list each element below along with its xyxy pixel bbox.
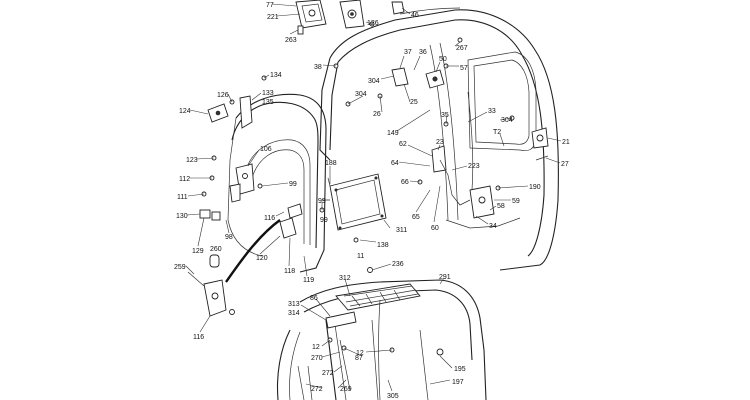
part-callout: 263 [285, 37, 297, 44]
part-callout: 26 [373, 111, 381, 118]
part-callout: 58 [497, 203, 505, 210]
callout-labels: 77 221 263 126 46 267 38 37 36 304 50 57 134 133 135 12… [174, 2, 570, 400]
part-callout: 87 [355, 355, 363, 362]
part-callout: 33 [488, 108, 496, 115]
part-callout: 21 [562, 139, 570, 146]
part-callout: 11 [357, 253, 364, 260]
part-callout: 311 [396, 227, 407, 234]
part-callout: 116 [264, 215, 275, 222]
door-latch [229, 163, 255, 203]
part-callout: 272 [322, 370, 334, 377]
part-callout: 46 [411, 12, 419, 19]
part-callout: 64 [391, 160, 399, 167]
part-callout: 119 [303, 277, 314, 284]
part-callout: 27 [561, 161, 569, 168]
part-callout: 267 [456, 45, 468, 52]
leader-lines [185, 3, 562, 392]
part-callout: 98 [225, 234, 233, 241]
part-callout: 236 [392, 261, 404, 268]
part-callout: 25 [410, 99, 418, 106]
part-callout: 195 [454, 366, 466, 373]
part-callout: 99 [318, 198, 326, 205]
fasteners [201, 21, 515, 351]
part-callout: 99 [320, 217, 328, 224]
part-callout: 23 [436, 139, 444, 146]
part-callout: 12 [356, 350, 364, 357]
part-callout: 312 [339, 275, 351, 282]
part-callout: 34 [489, 223, 497, 230]
part-callout: T2 [493, 129, 501, 136]
part-callout: 304 [501, 117, 513, 124]
inner-panel [322, 173, 387, 231]
part-callout: 188 [325, 160, 337, 167]
part-callout: 190 [529, 184, 541, 191]
part-callout: 111 [177, 194, 188, 201]
part-callout: 304 [368, 78, 380, 85]
part-callout: 65 [412, 214, 420, 221]
part-callout: 106 [260, 146, 272, 153]
part-callout: 305 [387, 393, 399, 400]
part-callout: 37 [404, 49, 412, 56]
part-callout: 138 [377, 242, 389, 249]
part-callout: 112 [179, 176, 190, 183]
part-callout: 36 [419, 49, 427, 56]
part-callout: 86 [310, 295, 318, 302]
part-callout: 62 [399, 141, 407, 148]
part-callout: 197 [452, 379, 464, 386]
part-callout: 223 [468, 163, 480, 170]
part-callout: 38 [314, 64, 322, 71]
top-hinge-right [339, 0, 405, 29]
part-callout: 126 [367, 20, 379, 27]
part-callout: 57 [460, 65, 468, 72]
hinge-bracket-left [207, 95, 253, 129]
part-callout: 259 [174, 264, 186, 271]
part-callout: 135 [262, 99, 274, 106]
part-callout: 60 [431, 225, 439, 232]
part-callout: 66 [401, 179, 409, 186]
part-callout: 126 [217, 92, 229, 99]
part-callout: 314 [288, 310, 300, 317]
part-callout: 116 [193, 334, 204, 341]
part-callout: 50 [439, 56, 447, 63]
part-callout: 272 [311, 386, 323, 393]
part-callout: 304 [355, 91, 367, 98]
lock-handle [187, 254, 235, 317]
rear-latch-assembly [431, 91, 549, 219]
part-callout: 260 [210, 246, 222, 253]
part-callout: 99 [289, 181, 297, 188]
part-callout: 59 [512, 198, 520, 205]
part-callout: 130 [176, 213, 188, 220]
striker-plates [199, 203, 303, 239]
part-callout: 221 [267, 14, 279, 21]
part-callout: 12 [312, 344, 320, 351]
part-callout: 124 [179, 108, 191, 115]
part-callout: 291 [439, 274, 451, 281]
latch-upper [391, 67, 445, 89]
part-callout: 123 [186, 157, 198, 164]
part-callout: 77 [266, 2, 274, 9]
part-callout: 269 [340, 386, 352, 393]
part-callout: 35 [441, 112, 449, 119]
top-hinge-left [295, 0, 327, 35]
part-callout: 149 [387, 130, 399, 137]
part-callout: 313 [288, 301, 300, 308]
part-callout: 133 [262, 90, 274, 97]
part-callout: 120 [256, 255, 268, 262]
part-callout: 118 [284, 268, 295, 275]
release-cable [225, 219, 281, 283]
part-callout: 270 [311, 355, 323, 362]
part-callout: 129 [192, 248, 204, 255]
part-callout: 134 [270, 72, 282, 79]
